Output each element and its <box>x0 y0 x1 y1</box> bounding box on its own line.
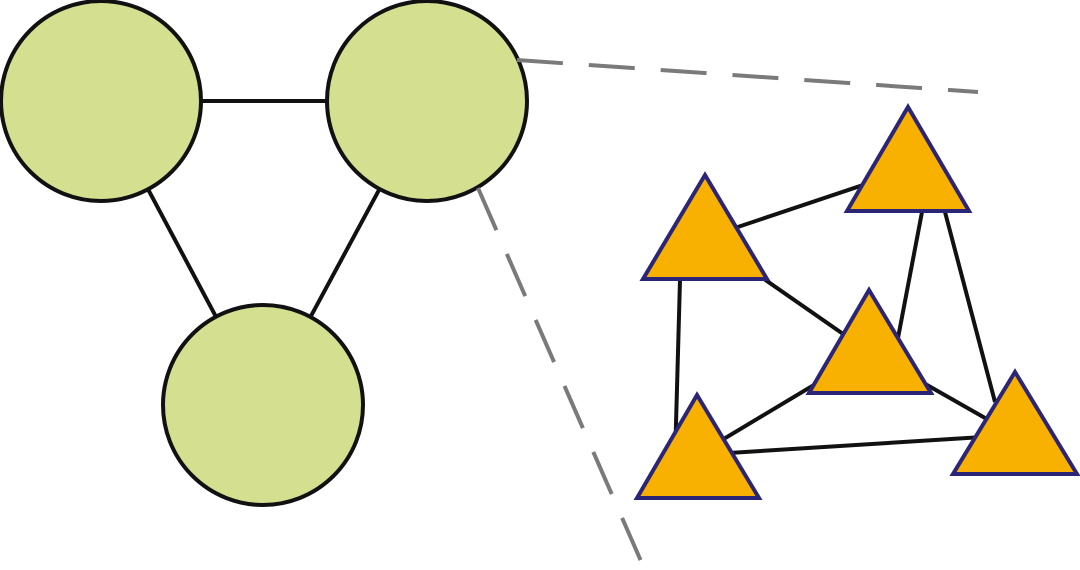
edge-t5-t6 <box>696 433 1016 457</box>
circle-node-c1 <box>0 0 203 203</box>
triangle-node-t1 <box>639 171 771 281</box>
zoom-lines <box>476 58 979 569</box>
edge-t2-t3 <box>896 211 924 339</box>
triangle-node-t3 <box>805 286 935 395</box>
triangle-node-t6 <box>949 368 1080 476</box>
edge-t2-t6 <box>943 211 997 403</box>
zoom-line-bottom <box>476 187 646 569</box>
circle-node-c2 <box>325 0 529 203</box>
zoom-line-top <box>516 58 979 94</box>
left-graph-nodes <box>0 0 529 507</box>
triangle-node-t5 <box>633 391 763 500</box>
right-graph-nodes <box>633 103 1080 500</box>
circle-node-c3 <box>161 303 365 507</box>
triangle-node-t2 <box>843 103 973 213</box>
